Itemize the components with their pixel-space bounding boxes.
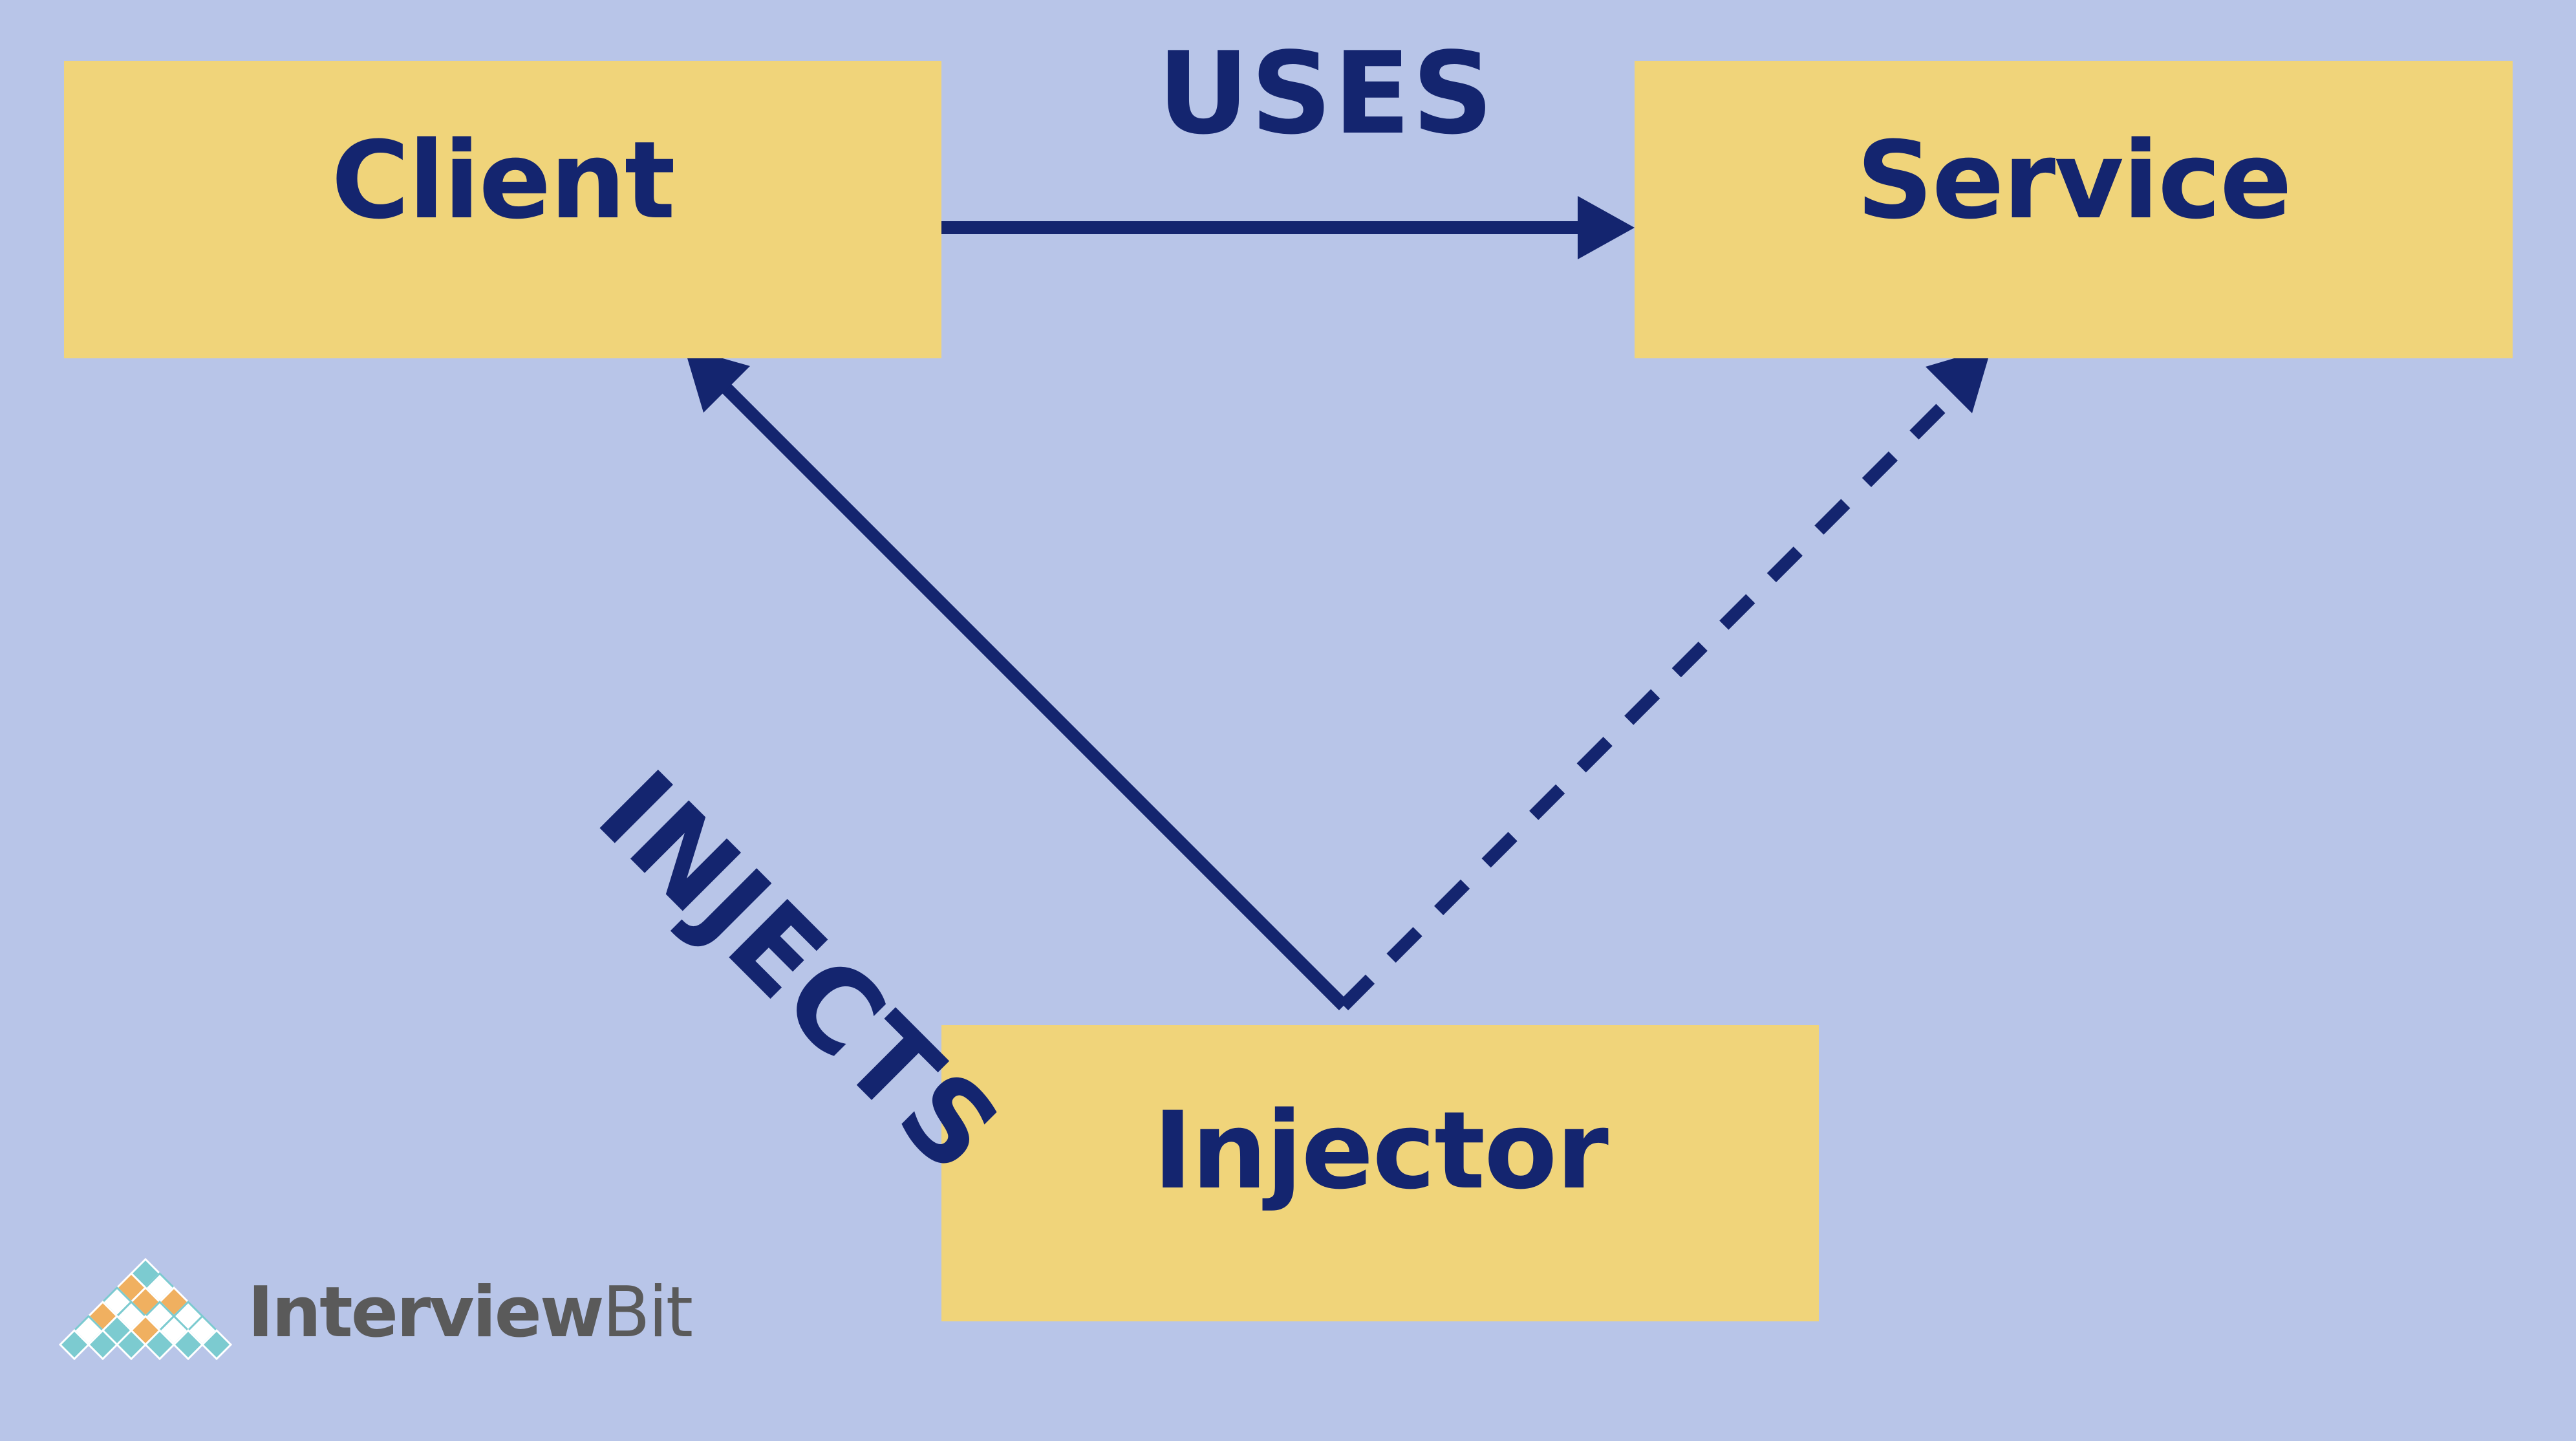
service-label: Service [1856, 118, 2292, 243]
uses-arrowhead [1578, 196, 1635, 259]
provides-dashed-arrow [1338, 386, 1963, 1011]
logo-wordmark-bold: Interview [248, 1272, 605, 1353]
client-box: Client [64, 61, 941, 358]
provides-dashed-arrowhead [1926, 347, 1991, 413]
interviewbit-logo: InterviewBit [55, 1258, 693, 1368]
injector-label: Injector [1153, 1089, 1609, 1213]
service-box: Service [1635, 61, 2513, 358]
injects-arrowhead [684, 347, 750, 413]
injects-arrow [718, 380, 1349, 1011]
client-label: Client [331, 118, 675, 243]
logo-wordmark: InterviewBit [248, 1278, 693, 1348]
injector-box: Injector [941, 1025, 1819, 1321]
logo-wordmark-light: Bit [602, 1272, 693, 1353]
uses-label: USES [1157, 28, 1495, 160]
logo-mark-icon [58, 1258, 233, 1361]
